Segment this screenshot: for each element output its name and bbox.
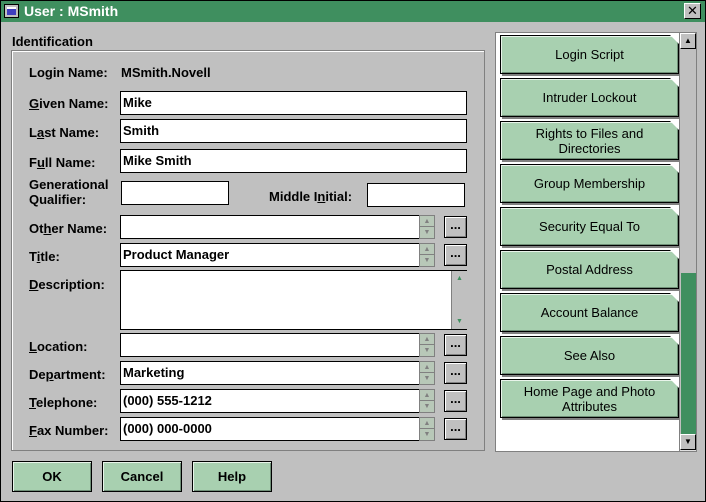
page-button-label: See Also xyxy=(563,348,616,363)
page-button-label: Account Balance xyxy=(540,305,639,320)
identification-group xyxy=(11,50,485,451)
department-label: Department: xyxy=(29,367,106,382)
middle-initial-label: Middle Initial: xyxy=(269,189,353,204)
page-button-account-balance[interactable]: Account Balance xyxy=(500,293,679,332)
title-bar[interactable]: User : MSmith ✕ xyxy=(1,1,705,22)
page-button-label: Intruder Lockout xyxy=(542,90,637,105)
title-field[interactable]: Product Manager xyxy=(120,243,420,267)
fax-number-browse-button[interactable]: ... xyxy=(444,418,467,440)
scroll-up-icon[interactable]: ▲ xyxy=(680,33,696,49)
middle-initial-field[interactable] xyxy=(367,183,465,207)
scroll-thumb[interactable] xyxy=(680,273,696,435)
window-title: User : MSmith xyxy=(24,3,119,19)
scroll-up-icon[interactable]: ▲ xyxy=(456,275,463,282)
identification-group-label: Identification xyxy=(12,34,97,49)
generational-qualifier-field[interactable] xyxy=(121,181,229,205)
spin-down-icon[interactable]: ▼ xyxy=(420,429,434,440)
system-menu-icon[interactable] xyxy=(4,4,19,18)
page-buttons-scrollbar[interactable]: ▲ ▼ xyxy=(679,33,696,451)
cancel-button[interactable]: Cancel xyxy=(102,461,182,492)
page-button-label: Home Page and Photo Attributes xyxy=(523,383,656,414)
spin-up-icon[interactable]: ▲ xyxy=(420,334,434,345)
location-browse-button[interactable]: ... xyxy=(444,334,467,356)
close-button[interactable]: ✕ xyxy=(684,3,701,19)
fax-number-field[interactable]: (000) 000-0000 xyxy=(120,417,420,441)
department-field[interactable]: Marketing xyxy=(120,361,420,385)
spin-down-icon[interactable]: ▼ xyxy=(420,255,434,266)
title-label: Title: xyxy=(29,249,60,264)
location-field[interactable] xyxy=(120,333,420,357)
spin-up-icon[interactable]: ▲ xyxy=(420,216,434,227)
spin-up-icon[interactable]: ▲ xyxy=(420,418,434,429)
full-name-label: Full Name: xyxy=(29,155,96,170)
page-button-label: Group Membership xyxy=(533,176,646,191)
other-name-spinner[interactable]: ▲▼ xyxy=(419,215,435,239)
page-button-label: Security Equal To xyxy=(539,219,640,234)
scroll-track[interactable] xyxy=(680,49,696,273)
spin-down-icon[interactable]: ▼ xyxy=(420,345,434,356)
title-browse-button[interactable]: ... xyxy=(444,244,467,266)
page-button-group-membership[interactable]: Group Membership xyxy=(500,164,679,203)
spin-up-icon[interactable]: ▲ xyxy=(420,362,434,373)
fax-number-spinner[interactable]: ▲▼ xyxy=(419,417,435,441)
telephone-browse-button[interactable]: ... xyxy=(444,390,467,412)
location-label: Location: xyxy=(29,339,88,354)
other-name-field[interactable] xyxy=(120,215,420,239)
login-name-value: MSmith.Novell xyxy=(121,65,211,80)
ok-button[interactable]: OK xyxy=(12,461,92,492)
page-button-label: Login Script xyxy=(555,47,624,62)
spin-down-icon[interactable]: ▼ xyxy=(420,227,434,238)
spin-down-icon[interactable]: ▼ xyxy=(420,401,434,412)
scroll-down-icon[interactable]: ▼ xyxy=(680,434,696,450)
spin-down-icon[interactable]: ▼ xyxy=(420,373,434,384)
description-label: Description: xyxy=(29,277,105,292)
description-scrollbar[interactable]: ▲ ▼ xyxy=(451,271,467,329)
location-spinner[interactable]: ▲▼ xyxy=(419,333,435,357)
telephone-label: Telephone: xyxy=(29,395,98,410)
given-name-label: Given Name: xyxy=(29,96,109,111)
spin-up-icon[interactable]: ▲ xyxy=(420,390,434,401)
department-browse-button[interactable]: ... xyxy=(444,362,467,384)
help-button[interactable]: Help xyxy=(192,461,272,492)
page-button-home-page-photo[interactable]: Home Page and Photo Attributes xyxy=(500,379,679,418)
spin-up-icon[interactable]: ▲ xyxy=(420,244,434,255)
title-spinner[interactable]: ▲▼ xyxy=(419,243,435,267)
telephone-spinner[interactable]: ▲▼ xyxy=(419,389,435,413)
page-button-login-script[interactable]: Login Script xyxy=(500,35,679,74)
page-button-rights-to-files[interactable]: Rights to Files and Directories xyxy=(500,121,679,160)
login-name-label: Login Name: xyxy=(29,65,108,80)
scroll-down-icon[interactable]: ▼ xyxy=(456,318,463,325)
page-button-label: Postal Address xyxy=(546,262,633,277)
other-name-browse-button[interactable]: ... xyxy=(444,216,467,238)
page-button-see-also[interactable]: See Also xyxy=(500,336,679,375)
page-button-label: Rights to Files and Directories xyxy=(535,125,644,156)
telephone-field[interactable]: (000) 555-1212 xyxy=(120,389,420,413)
full-name-field[interactable]: Mike Smith xyxy=(120,149,467,173)
other-name-label: Other Name: xyxy=(29,221,108,236)
description-field[interactable] xyxy=(120,270,467,330)
fax-number-label: Fax Number: xyxy=(29,423,109,438)
page-button-security-equal-to[interactable]: Security Equal To xyxy=(500,207,679,246)
department-spinner[interactable]: ▲▼ xyxy=(419,361,435,385)
given-name-field[interactable]: Mike xyxy=(120,91,467,115)
last-name-field[interactable]: Smith xyxy=(120,119,467,143)
page-button-intruder-lockout[interactable]: Intruder Lockout xyxy=(500,78,679,117)
last-name-label: Last Name: xyxy=(29,125,100,140)
page-button-postal-address[interactable]: Postal Address xyxy=(500,250,679,289)
